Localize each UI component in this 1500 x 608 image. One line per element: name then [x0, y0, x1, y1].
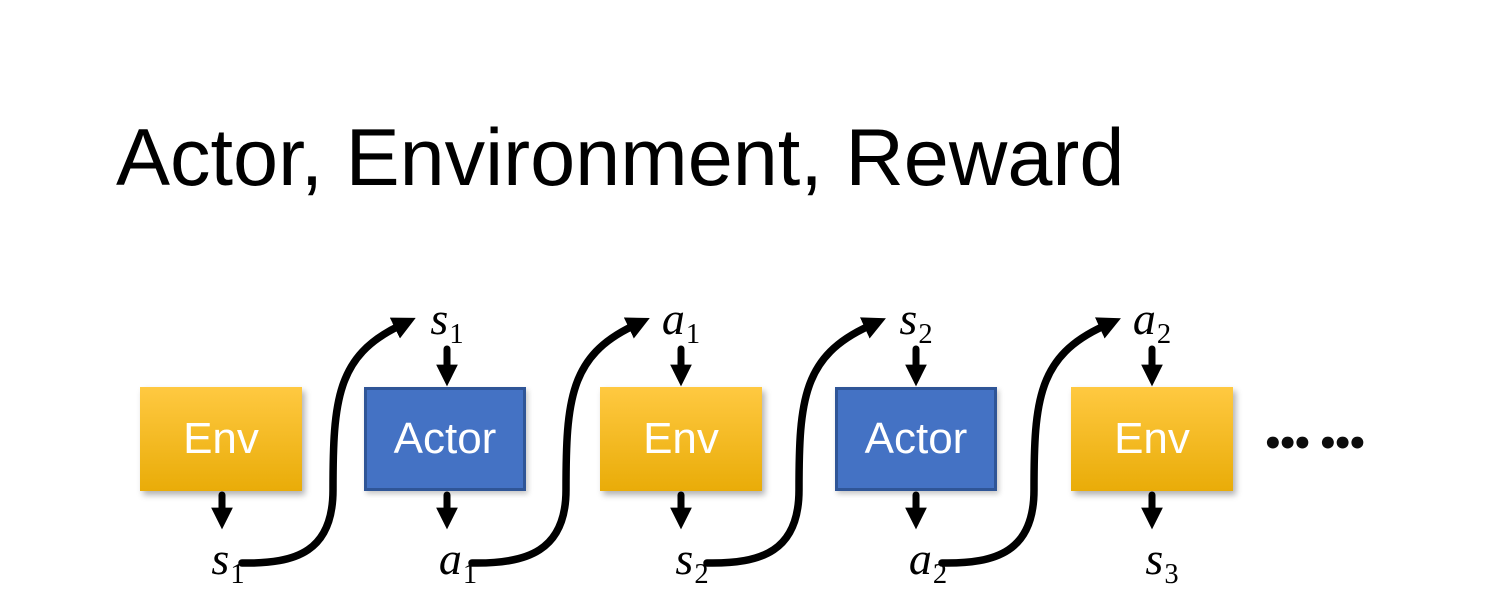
label-base: s — [430, 293, 449, 344]
env-box-3: Env — [1071, 387, 1233, 491]
state-label-s2-in: s2 — [866, 296, 966, 349]
label-sub: 2 — [1156, 318, 1172, 350]
env-box-3-label: Env — [1114, 414, 1190, 463]
env-box-1: Env — [140, 387, 302, 491]
label-sub: 1 — [685, 318, 701, 350]
slide-title: Actor, Environment, Reward — [116, 113, 1125, 203]
state-label-s1-out: s1 — [178, 536, 278, 589]
label-sub: 2 — [694, 558, 709, 590]
label-base: s — [675, 533, 694, 584]
label-base: s — [1145, 533, 1164, 584]
label-base: a — [438, 533, 462, 584]
label-base: a — [1132, 293, 1156, 344]
label-sub: 1 — [230, 558, 245, 590]
label-sub: 2 — [918, 318, 933, 350]
label-sub: 2 — [932, 558, 948, 590]
actor-box-2: Actor — [835, 387, 997, 491]
action-label-a2-out: a2 — [878, 536, 978, 589]
label-base: s — [211, 533, 230, 584]
label-sub: 1 — [449, 318, 464, 350]
actor-box-1-label: Actor — [393, 414, 497, 463]
state-label-s3-out: s3 — [1112, 536, 1212, 589]
actor-box-2-label: Actor — [864, 414, 968, 463]
action-label-a1-in: a1 — [631, 296, 731, 349]
env-box-2-label: Env — [643, 414, 719, 463]
action-label-a2-in: a2 — [1102, 296, 1202, 349]
ellipsis-dots: ••• ••• — [1262, 424, 1368, 464]
label-sub: 3 — [1164, 558, 1179, 590]
env-box-1-label: Env — [183, 414, 259, 463]
label-base: a — [661, 293, 685, 344]
label-sub: 1 — [462, 558, 478, 590]
actor-box-1: Actor — [364, 387, 526, 491]
label-base: a — [908, 533, 932, 584]
env-box-2: Env — [600, 387, 762, 491]
state-label-s1-in: s1 — [397, 296, 497, 349]
state-label-s2-out: s2 — [642, 536, 742, 589]
action-label-a1-out: a1 — [408, 536, 508, 589]
label-base: s — [899, 293, 918, 344]
